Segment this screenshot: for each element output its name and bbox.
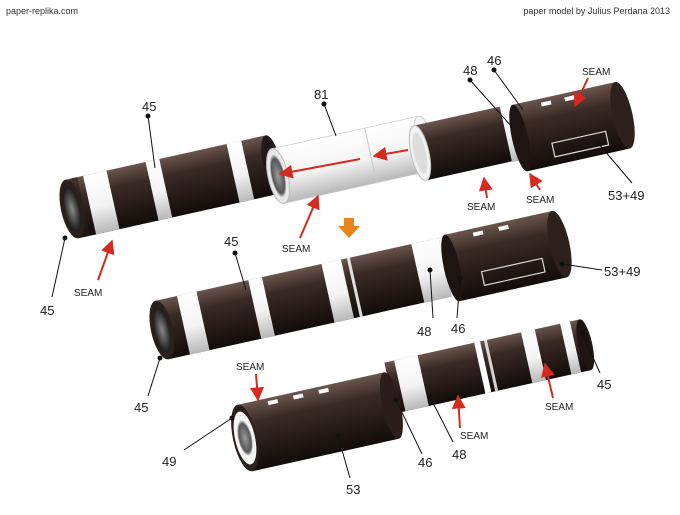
label-53-49-middle: 53+49 [604,264,641,279]
seam-label-7: SEAM [460,431,488,442]
label-46-middle: 46 [451,321,465,336]
label-48-bottom: 48 [452,447,466,462]
label-45-bottom: 45 [597,377,611,392]
label-48-top: 48 [463,63,477,78]
seam-label-4: SEAM [467,202,495,213]
middle-assembly [149,210,572,360]
tube-segment-45-middle [149,237,452,360]
seam-labels: SEAM SEAM SEAM SEAM SEAM SEAM SEAM SEAM [74,67,610,442]
label-45-middle: 45 [224,234,238,249]
bottom-assembly [231,319,595,472]
seam-label-5: SEAM [526,195,554,206]
seam-label-1: SEAM [74,288,102,299]
label-48-middle: 48 [417,324,431,339]
label-45-middle-end: 45 [134,400,148,415]
label-49: 49 [162,454,176,469]
top-assembly [59,82,635,239]
author-credit: paper model by Julius Perdana 2013 [523,6,670,16]
cap-53-bottom [231,372,403,472]
tube-segment-45-top [59,135,284,239]
label-53: 53 [346,482,360,497]
label-81: 81 [314,87,328,102]
cap-53-49-top [509,82,635,172]
label-46-bottom: 46 [418,455,432,470]
part-labels: 45 45 81 48 46 53+49 45 45 48 46 53+49 4… [40,53,645,497]
site-credit: paper-replika.com [6,6,79,16]
label-45-top: 45 [142,99,156,114]
seam-label-3: SEAM [582,67,610,78]
arrow-down-icon [338,218,360,238]
label-45-top-end: 45 [40,303,54,318]
label-53-49-top: 53+49 [608,188,645,203]
seam-arrows [97,77,589,429]
tube-segment-48-top [408,103,522,181]
seam-label-2: SEAM [282,244,310,255]
seam-label-6: SEAM [236,362,264,373]
label-46-top: 46 [487,53,501,68]
seam-label-8: SEAM [545,402,573,413]
cap-53-49-middle [441,210,572,302]
leader-lines [51,67,633,479]
